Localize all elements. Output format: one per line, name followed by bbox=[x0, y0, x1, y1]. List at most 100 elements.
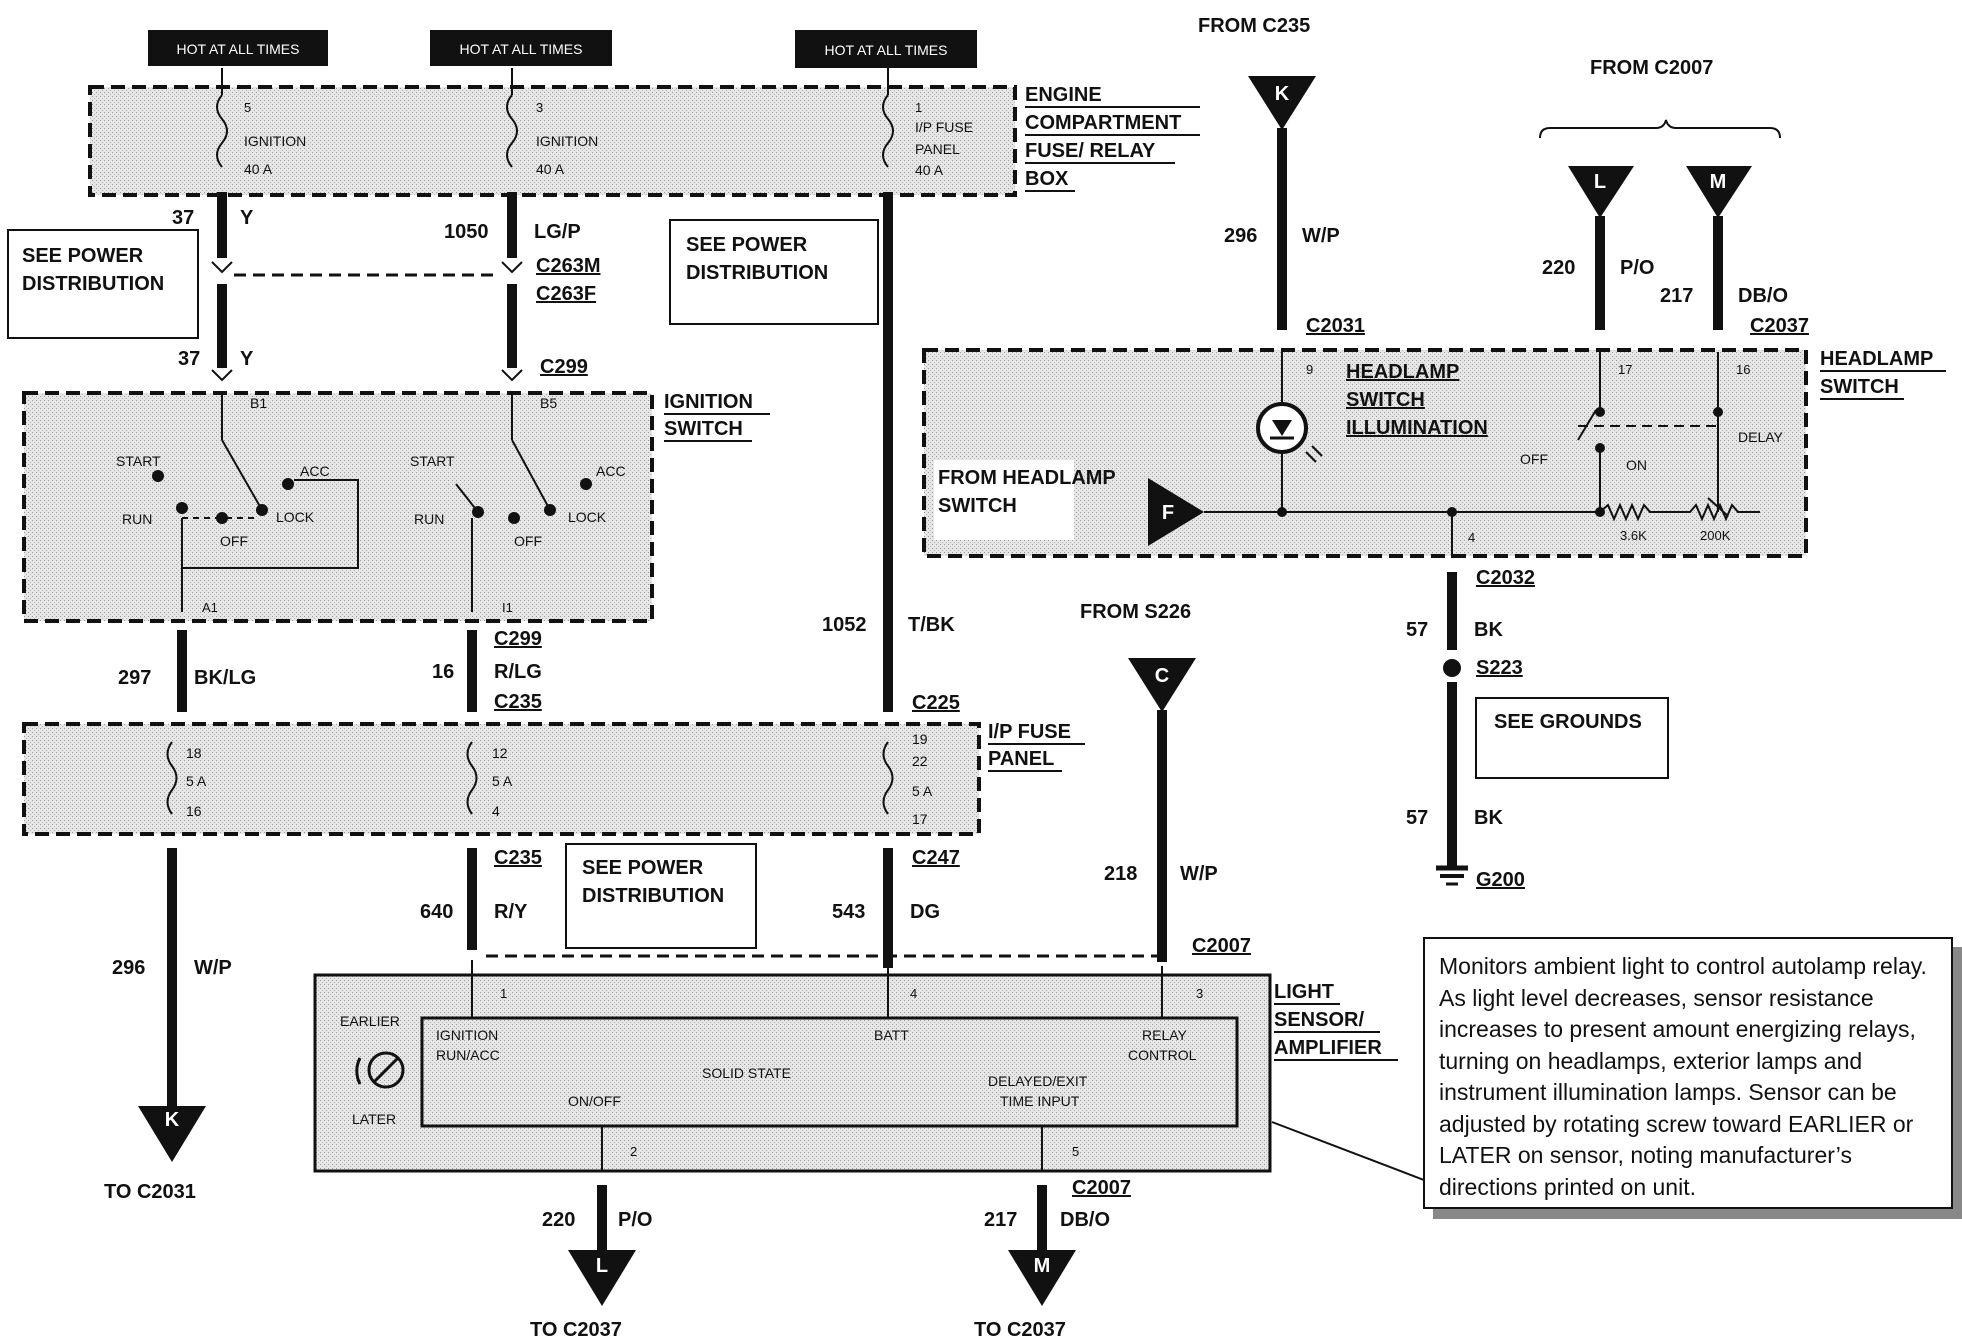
ip-fuses: 18 5 A 16 12 5 A 4 19 22 5 A 17 bbox=[166, 731, 933, 827]
ignition-start-left: START bbox=[116, 453, 161, 469]
ip-fuse-pin-4: 4 bbox=[492, 803, 500, 819]
wire-218-color: W/P bbox=[1180, 863, 1218, 885]
headlamp-title-2: SWITCH bbox=[1820, 376, 1899, 398]
ignition-acc-left: ACC bbox=[300, 463, 330, 479]
sensor-batt: BATT bbox=[874, 1027, 909, 1043]
wire-220-color-top: P/O bbox=[1620, 257, 1654, 279]
sensor-earlier: EARLIER bbox=[340, 1013, 400, 1029]
illum-title-3: ILLUMINATION bbox=[1346, 417, 1488, 439]
fuse-box-title-4: BOX bbox=[1025, 168, 1069, 190]
ignition-off-right: OFF bbox=[514, 533, 542, 549]
see-power-3-line2: DISTRIBUTION bbox=[582, 885, 724, 907]
wire-218-number: 218 bbox=[1104, 863, 1137, 885]
ignition-off-left: OFF bbox=[220, 533, 248, 549]
headlamp-delay: DELAY bbox=[1738, 429, 1784, 445]
fuse-box-title-1: ENGINE bbox=[1025, 84, 1102, 106]
terminal-l-bottom-label: L bbox=[596, 1255, 608, 1277]
sensor-pin-1: 1 bbox=[500, 986, 507, 1001]
see-power-box-1 bbox=[7, 229, 199, 339]
fuse-3-name1: I/P FUSE bbox=[915, 119, 973, 135]
ignition-i1: I1 bbox=[502, 600, 513, 615]
solid-state-module bbox=[420, 1016, 1239, 1128]
ip-fuse-pin-19: 19 bbox=[912, 731, 928, 747]
wire-297-color: BK/LG bbox=[194, 667, 256, 689]
wire-220-color-bottom: P/O bbox=[618, 1209, 652, 1231]
wire-37b-color: Y bbox=[240, 348, 254, 370]
wire-543-color: DG bbox=[910, 901, 940, 923]
ip-fuse-pin-17: 17 bbox=[912, 811, 928, 827]
fuse-box-title-2: COMPARTMENT bbox=[1025, 112, 1181, 134]
wire-57b-number: 57 bbox=[1406, 807, 1428, 829]
terminal-f-label: F bbox=[1162, 502, 1174, 524]
wire-16-number: 16 bbox=[432, 661, 454, 683]
sensor-ignition: IGNITION bbox=[436, 1027, 498, 1043]
see-power-1-line1: SEE POWER bbox=[22, 245, 144, 267]
connector-c225: C225 bbox=[912, 692, 960, 714]
sensor-pin-3: 3 bbox=[1196, 986, 1203, 1001]
sensor-on-off: ON/OFF bbox=[568, 1093, 621, 1109]
wire-220-number-bottom: 220 bbox=[542, 1209, 575, 1231]
from-s226: FROM S226 bbox=[1080, 601, 1191, 623]
connector-c2032: C2032 bbox=[1476, 567, 1535, 589]
sensor-title-2: SENSOR/ bbox=[1274, 1009, 1364, 1031]
see-power-box-2 bbox=[669, 219, 879, 325]
illum-title-1: HEADLAMP bbox=[1346, 361, 1459, 383]
sensor-title-3: AMPLIFIER bbox=[1274, 1037, 1382, 1059]
ip-fuse-pin-22: 22 bbox=[912, 753, 928, 769]
see-grounds-label: SEE GROUNDS bbox=[1494, 711, 1642, 733]
wire-640-color: R/Y bbox=[494, 901, 528, 923]
connector-c235-bottom: C235 bbox=[494, 847, 542, 869]
connector-c263f: C263F bbox=[536, 283, 596, 305]
from-c2007: FROM C2007 bbox=[1590, 57, 1713, 79]
ip-fuse-1-amp: 5 A bbox=[186, 773, 207, 789]
sensor-later: LATER bbox=[352, 1111, 396, 1127]
wire-1052-color: T/BK bbox=[908, 614, 955, 636]
adjust-screw-icon bbox=[355, 1051, 405, 1089]
terminal-l-top bbox=[1568, 166, 1634, 218]
fuse-3-amp: 40 A bbox=[915, 162, 944, 178]
wire-16-color: R/LG bbox=[494, 661, 542, 683]
resistor-200k: 200K bbox=[1700, 528, 1731, 543]
terminal-m-bottom bbox=[1008, 1250, 1076, 1306]
terminal-f bbox=[1148, 478, 1204, 546]
fuse-1-number: 5 bbox=[244, 100, 251, 115]
connector-c299-top: C299 bbox=[540, 356, 588, 378]
connector-c247: C247 bbox=[912, 847, 960, 869]
hot-label-2: HOT AT ALL TIMES bbox=[460, 41, 583, 57]
terminal-k-bottom-label: K bbox=[165, 1109, 180, 1131]
fuse-40a-1: 5 IGNITION 40 A bbox=[216, 68, 306, 177]
wire-37-number: 37 bbox=[172, 207, 194, 229]
terminal-c-label: C bbox=[1155, 665, 1169, 687]
from-headlamp-2: SWITCH bbox=[938, 495, 1017, 517]
ignition-switch-title-1: IGNITION bbox=[664, 391, 753, 413]
see-power-1-line2: DISTRIBUTION bbox=[22, 273, 164, 295]
wire-296-top-color: W/P bbox=[1302, 225, 1340, 247]
connector-c2031: C2031 bbox=[1306, 315, 1365, 337]
ignition-run-right: RUN bbox=[414, 511, 444, 527]
headlamp-pin-4: 4 bbox=[1468, 530, 1475, 545]
ignition-b5: B5 bbox=[540, 395, 557, 411]
fuse-2-number: 3 bbox=[536, 100, 543, 115]
connector-c2037: C2037 bbox=[1750, 315, 1809, 337]
wire-57-number: 57 bbox=[1406, 619, 1428, 641]
headlamp-pin-16: 16 bbox=[1736, 362, 1750, 377]
terminal-l-bottom bbox=[568, 1250, 636, 1306]
sensor-control: CONTROL bbox=[1128, 1047, 1197, 1063]
sensor-relay: RELAY bbox=[1142, 1027, 1188, 1043]
see-grounds-box bbox=[1475, 697, 1669, 779]
sensor-description-note: Monitors ambient light to control autola… bbox=[1423, 937, 1953, 1209]
wire-640-number: 640 bbox=[420, 901, 453, 923]
headlamp-pin-17: 17 bbox=[1618, 362, 1632, 377]
terminal-m-bottom-label: M bbox=[1034, 1255, 1051, 1277]
ignition-switch-title-2: SWITCH bbox=[664, 418, 743, 440]
wire-543-number: 543 bbox=[832, 901, 865, 923]
ip-fuse-pin-16: 16 bbox=[186, 803, 202, 819]
ignition-lock-right: LOCK bbox=[568, 509, 607, 525]
connector-c2007-top: C2007 bbox=[1192, 935, 1251, 957]
wire-217-number-top: 217 bbox=[1660, 285, 1693, 307]
terminal-k-bottom bbox=[138, 1106, 206, 1162]
sensor-delayed-exit: DELAYED/EXIT bbox=[988, 1073, 1088, 1089]
ground-icon bbox=[1436, 865, 1468, 886]
terminal-k-top bbox=[1248, 76, 1316, 130]
wire-57b-color: BK bbox=[1474, 807, 1503, 829]
